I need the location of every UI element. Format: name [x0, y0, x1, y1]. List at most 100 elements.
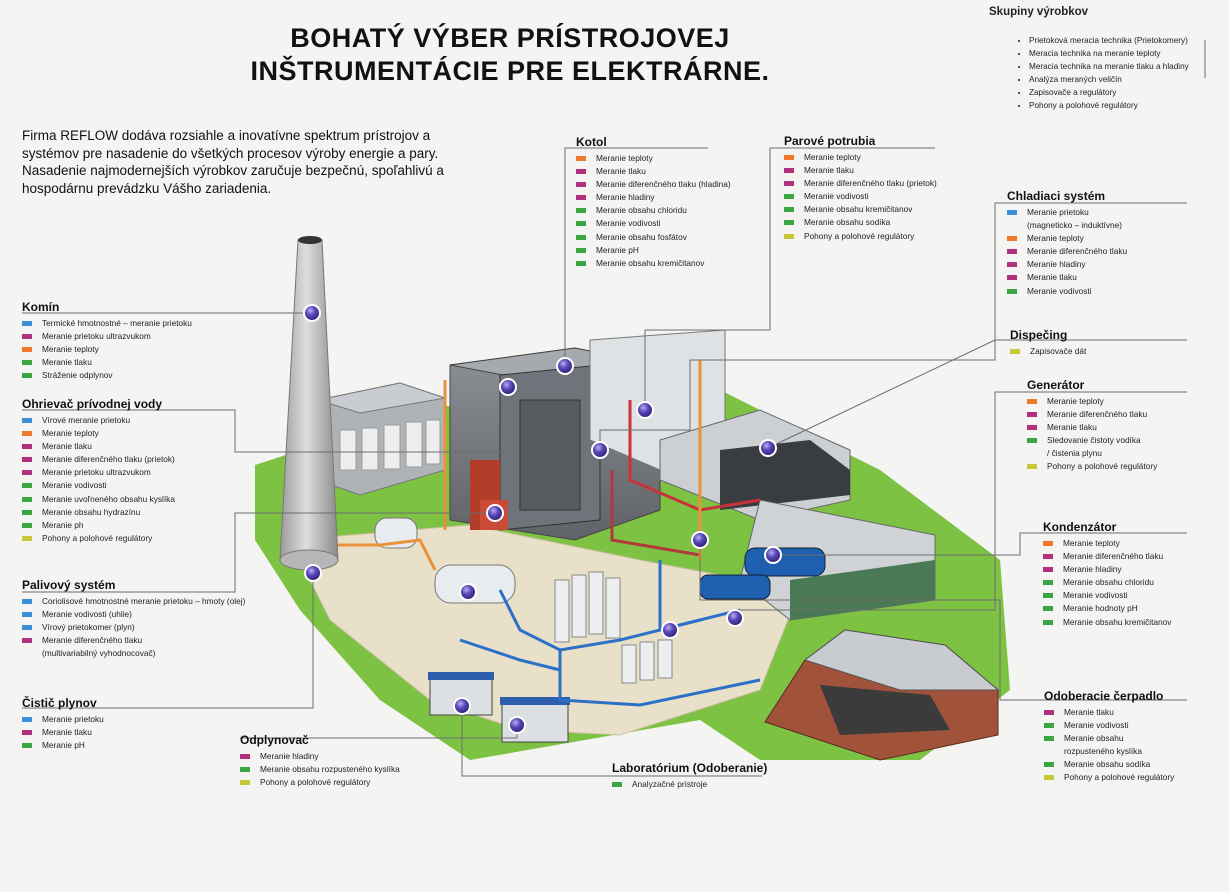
measurement-item: (magneticko – induktívne)	[1007, 219, 1127, 232]
color-swatch-icon	[784, 194, 794, 200]
marker-odplynovac-tank[interactable]	[459, 583, 477, 601]
color-swatch-icon	[240, 780, 250, 786]
measurement-item: / čistenia plynu	[1027, 447, 1157, 460]
color-swatch-icon	[1027, 451, 1037, 456]
measurement-label: Meranie vodivosti (uhlie)	[42, 609, 132, 620]
measurement-item: Meranie teploty	[22, 427, 175, 440]
measurement-item: Meranie tlaku	[22, 726, 104, 739]
measurement-item: Meranie vodivosti	[1043, 589, 1171, 602]
marker-parove-potrubia[interactable]	[636, 401, 654, 419]
color-swatch-icon	[1044, 775, 1054, 781]
marker-kondenzator[interactable]	[764, 546, 782, 564]
measurement-label: Pohony a polohové regulátory	[1047, 461, 1158, 472]
measurement-item: Meranie hladiny	[1007, 258, 1127, 271]
group-title: Laboratórium (Odoberanie)	[612, 761, 768, 775]
measurement-label: Zapisovače dát	[1030, 346, 1087, 356]
marker-kotol[interactable]	[556, 357, 574, 375]
marker-odplynovac[interactable]	[508, 716, 526, 734]
color-swatch-icon	[576, 208, 586, 214]
color-swatch-icon	[22, 599, 32, 604]
measurement-label: Meranie vodivosti	[1027, 285, 1092, 296]
color-swatch-icon	[22, 535, 32, 541]
color-swatch-icon	[22, 373, 32, 379]
group-title: Kondenzátor	[1043, 520, 1117, 534]
marker-chladiaci[interactable]	[591, 441, 609, 459]
marker-turbine[interactable]	[691, 531, 709, 549]
page-title-line1: BOHATÝ VÝBER PRÍSTROJOVEJ	[290, 23, 730, 53]
group-title: Chladiaci systém	[1007, 189, 1106, 203]
measurement-label: Meranie tlaku	[596, 166, 646, 177]
color-swatch-icon	[576, 247, 586, 253]
measurement-item: Meranie vodivosti	[784, 190, 937, 203]
color-swatch-icon	[576, 234, 586, 240]
measurement-label: (multivariabilný vyhodnocovač)	[42, 648, 156, 659]
measurement-item: Pohony a polohové regulátory	[22, 532, 175, 545]
marker-palivovy[interactable]	[304, 564, 322, 582]
measurement-label: Meranie hladiny	[596, 192, 655, 203]
measurement-label: Analyzačné prístroje	[632, 779, 708, 789]
marker-ohrievac[interactable]	[486, 504, 504, 522]
measurement-label: Pohony a polohové regulátory	[804, 230, 915, 241]
marker-komin[interactable]	[303, 304, 321, 322]
measurement-label: Meranie diferenčného tlaku	[1063, 551, 1164, 562]
measurement-item: Meranie ph	[22, 519, 175, 532]
color-swatch-icon	[576, 156, 586, 161]
marker-pump[interactable]	[661, 621, 679, 639]
color-swatch-icon	[22, 431, 32, 437]
marker-generator[interactable]	[726, 609, 744, 627]
marker-dispecing[interactable]	[759, 439, 777, 457]
color-swatch-icon	[240, 754, 250, 759]
group-list: Meranie prietoku (magneticko – induktívne…	[1007, 206, 1127, 298]
measurement-label: Meranie vodivosti	[596, 218, 661, 229]
measurement-item: Pohony a polohové regulátory	[240, 776, 400, 789]
measurement-item: Meranie diferenčného tlaku	[1043, 550, 1171, 563]
color-swatch-icon	[22, 509, 32, 515]
measurement-label: Meranie prietoku ultrazvukom	[42, 331, 151, 342]
measurement-label: Meranie tlaku	[1027, 272, 1077, 283]
measurement-label: Stráženie odplynov	[42, 370, 113, 381]
color-swatch-icon	[1043, 606, 1053, 612]
measurement-markers	[303, 304, 782, 734]
color-swatch-icon	[22, 418, 32, 423]
intro-text: Firma REFLOW dodáva rozsiahle a inovatív…	[22, 128, 444, 196]
measurement-item: Meracia technika na meranie tlaku a hlad…	[1029, 60, 1204, 73]
measurement-item: Meranie vodivosti	[576, 217, 731, 230]
measurement-label: Meranie teploty	[1027, 233, 1084, 244]
measurement-label: Meranie obsahu fosfátov	[596, 231, 687, 242]
measurement-item: Meranie diferenčného tlaku (hladina)	[576, 178, 731, 191]
group-komin: Komín Termické hmotnostné – meranie prie…	[22, 300, 192, 382]
marker-boiler-left[interactable]	[499, 378, 517, 396]
measurement-label: Meranie tlaku	[42, 357, 92, 368]
color-swatch-icon	[1007, 249, 1017, 255]
measurement-label: Meracia technika na meranie teploty	[1029, 49, 1161, 58]
measurement-item: Meranie prietoku ultrazvukom	[22, 330, 192, 343]
measurement-item: (multivariabilný vyhodnocovač)	[22, 647, 245, 660]
color-swatch-icon	[1043, 593, 1053, 599]
measurement-item: Stráženie odplynov	[22, 369, 192, 382]
measurement-label: Meranie teploty	[804, 152, 861, 162]
measurement-label: Termické hmotnostné – meranie prietoku	[42, 318, 192, 328]
measurement-label: Meranie tlaku	[1064, 707, 1114, 717]
measurement-item: Meranie obsahu kremičitanov	[576, 257, 731, 270]
measurement-label: Pohony a polohové regulátory	[260, 777, 371, 788]
pipes	[328, 360, 761, 707]
marker-laboratorium[interactable]	[453, 697, 471, 715]
measurement-label: Meranie diferenčného tlaku (hladina)	[596, 179, 731, 190]
turbine-hall	[589, 329, 936, 621]
color-swatch-icon	[1043, 541, 1053, 546]
measurement-label: Meranie prietoku ultrazvukom	[42, 467, 151, 478]
measurement-label: Meranie prietoku	[1027, 207, 1089, 217]
color-swatch-icon	[1027, 438, 1037, 444]
color-swatch-icon	[1044, 762, 1054, 768]
group-laboratorium: Laboratórium (Odoberanie) Analyzačné prí…	[612, 761, 767, 791]
color-swatch-icon	[1007, 262, 1017, 268]
color-swatch-icon	[576, 169, 586, 175]
color-swatch-icon	[1007, 275, 1017, 281]
pump-station	[764, 629, 1000, 761]
measurement-label: Meranie obsahu	[1064, 733, 1124, 744]
measurement-label: Meranie diferenčného tlaku	[1047, 409, 1148, 420]
